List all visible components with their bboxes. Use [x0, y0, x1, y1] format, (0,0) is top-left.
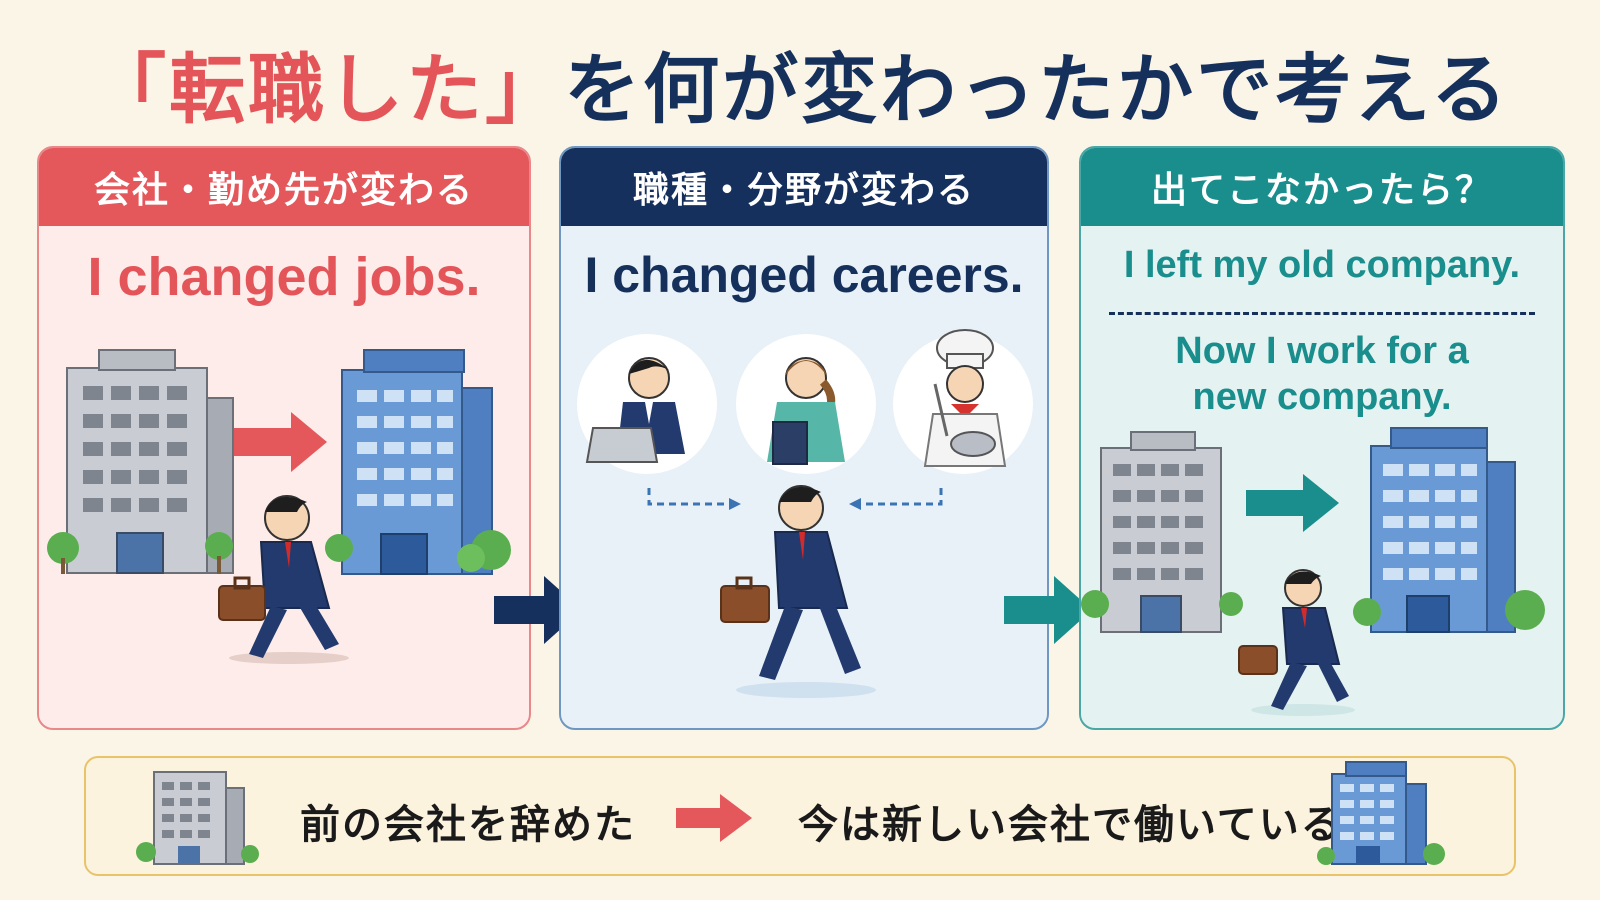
arrow-right-icon — [676, 794, 752, 842]
phrase-line: new company. — [1192, 376, 1452, 418]
summary-after-text: 今は新しい会社で働いている — [798, 802, 1343, 848]
gray-building-icon — [1081, 431, 1243, 633]
title-accent: 「転職した」 — [90, 45, 565, 134]
panel-phrase: I changed jobs. — [87, 247, 481, 307]
summary-bar: 前の会社を辞めた 今は新しい会社で働いている — [84, 756, 1516, 876]
phrase-line: Now I work for a — [1175, 330, 1469, 372]
panel-heading: 会社・勤め先が変わる — [39, 148, 529, 226]
office-worker-icon — [577, 334, 717, 474]
dashed-divider — [1109, 312, 1535, 315]
page-title: 「転職した」を何が変わったかで考える — [0, 28, 1600, 138]
title-main: を何が変わったかで考える — [564, 45, 1510, 134]
panel-phrase-left-company: I left my old company. — [1123, 244, 1521, 286]
arrow-right-icon — [1004, 576, 1092, 644]
panel-heading: 出てこなかったら？ — [1081, 148, 1563, 226]
blue-building-icon — [1353, 427, 1545, 633]
walking-businessman-icon — [720, 485, 876, 698]
chef-icon — [893, 329, 1033, 474]
summary-before-text: 前の会社を辞めた — [300, 802, 636, 848]
panel-phrase: I changed careers. — [584, 247, 1024, 303]
gray-building-icon — [136, 771, 259, 865]
company-change-illustration — [47, 349, 511, 664]
panel-changed-jobs: 会社・勤め先が変わる I changed jobs. — [37, 146, 531, 730]
nurse-icon — [736, 334, 876, 474]
walking-businessman-icon — [218, 495, 349, 664]
career-change-illustration — [577, 329, 1033, 698]
panel-heading: 職種・分野が変わる — [561, 148, 1047, 226]
panel-phrase-new-company: Now I work for a new company. — [1081, 328, 1563, 420]
panel-changed-careers: 職種・分野が変わる I changed careers. — [559, 146, 1049, 730]
arrow-right-icon — [1246, 474, 1339, 532]
arrow-right-icon — [234, 412, 327, 472]
company-move-illustration — [1081, 427, 1545, 716]
walking-businessman-icon — [1238, 569, 1355, 716]
panel-paraphrase: 出てこなかったら？ I left my old company. Now I w… — [1079, 146, 1565, 730]
blue-building-icon — [1317, 761, 1445, 865]
blue-building-icon — [325, 349, 511, 575]
gray-building-icon — [47, 349, 234, 574]
